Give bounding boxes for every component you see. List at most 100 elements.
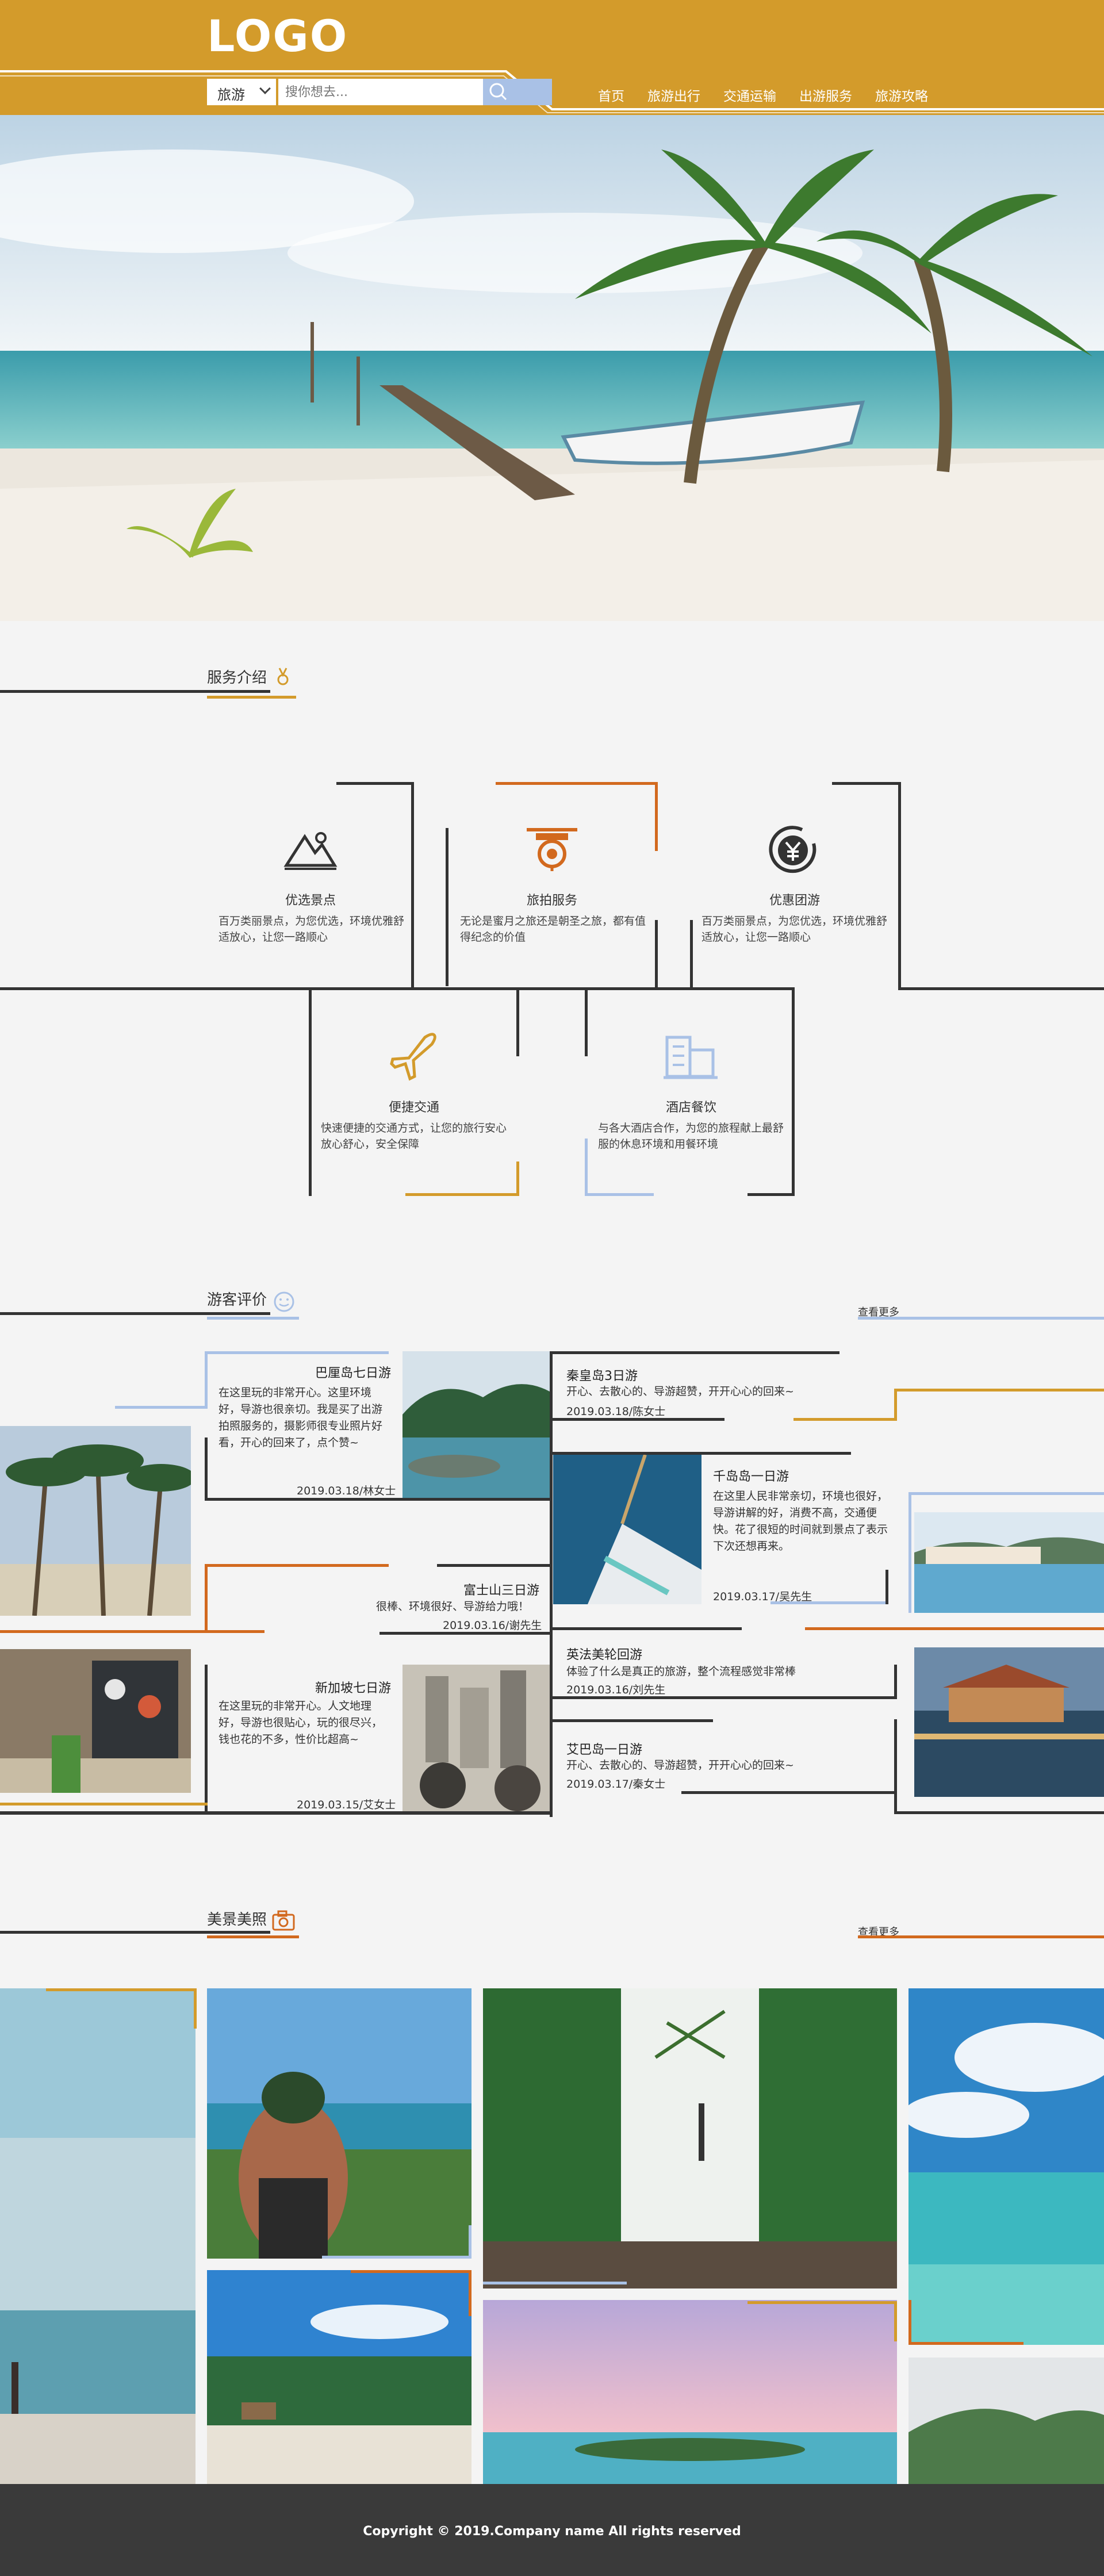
gallery-photo-beach-huts[interactable] (207, 2270, 471, 2484)
main-nav: 首页 旅游出行 交通运输 出游服务 旅游攻略 (598, 85, 951, 105)
review-photo-harbor (914, 1512, 1104, 1613)
divider-line (0, 1931, 270, 1934)
review-photo-street (0, 1649, 191, 1793)
frame-line (552, 1418, 724, 1421)
building-icon (664, 1036, 718, 1079)
frame-line (655, 782, 658, 851)
frame-line (585, 1138, 588, 1196)
frame-line (550, 1351, 553, 1817)
review-text: 体验了什么是真正的旅游，整个流程感觉非常棒 (566, 1665, 796, 1678)
medal-icon (277, 668, 289, 685)
service-title: 优惠团游 (769, 894, 820, 908)
review-text: 在这里人民非常亲切，环境也很好，导游讲解的好，消费不高，交通便快。花了很短的时间… (713, 1490, 888, 1552)
frame-line (552, 1719, 713, 1722)
service-title: 优选景点 (285, 894, 336, 908)
review-photo-bali (402, 1351, 550, 1498)
frame-line (205, 1564, 208, 1633)
frame-line (205, 1498, 550, 1501)
camera-icon (272, 1910, 295, 1931)
frame-line (792, 987, 795, 1196)
frame-line (309, 987, 312, 1196)
review-photo-singapore (402, 1665, 550, 1811)
view-more-link[interactable]: 查看更多 (858, 1926, 899, 1938)
hero-beach-image (0, 115, 1104, 621)
divider-line (0, 690, 270, 693)
logo[interactable]: LOGO (207, 10, 348, 62)
gallery-photo-hills[interactable] (908, 2358, 1104, 2484)
review-title: 巴厘岛七日游 (315, 1366, 392, 1381)
service-desc: 百万类丽景点，为您优选，环境优雅舒适放心，让您一路顺心 (218, 915, 405, 944)
reviews-section-title: 游客评价 (207, 1291, 267, 1309)
frame-line (469, 2225, 471, 2259)
frame-line (793, 1418, 897, 1421)
frame-line (205, 1564, 389, 1567)
service-desc: 快速便捷的交通方式，让您的旅行安心放心舒心，安全保障 (321, 1122, 507, 1151)
frame-line (770, 1601, 885, 1604)
divider-line (0, 1312, 270, 1315)
frame-line (585, 1193, 654, 1196)
review-title: 富士山三日游 (463, 1584, 540, 1598)
nav-item-service[interactable]: 出游服务 (799, 89, 852, 104)
frame-line (437, 1564, 550, 1567)
frame-line (205, 1438, 208, 1501)
frame-line (655, 920, 658, 989)
review-date: 2019.03.16/谢先生 (443, 1619, 542, 1632)
frame-line (0, 1803, 208, 1805)
frame-line (205, 1665, 208, 1814)
search-button[interactable] (483, 79, 552, 105)
frame-line (690, 920, 693, 989)
gallery-photo-railway[interactable] (483, 1988, 897, 2288)
nav-item-transport[interactable]: 交通运输 (723, 89, 776, 104)
review-text: 开心、去散心的、导游超赞，开开心心的回来~ (566, 1759, 794, 1772)
gallery-photo-sea[interactable] (908, 1988, 1104, 2345)
footer: Copyright © 2019.Company name All rights… (0, 2484, 1104, 2576)
search-category-select[interactable]: 旅游 (207, 79, 276, 105)
frame-line (747, 1193, 795, 1196)
service-desc: 与各大酒店合作，为您的旅程献上最舒服的休息环境和用餐环境 (598, 1122, 784, 1151)
review-date: 2019.03.18/陈女士 (566, 1405, 666, 1418)
gallery-section-title: 美景美照 (207, 1911, 267, 1929)
frame-line (681, 1791, 897, 1794)
view-more-link[interactable]: 查看更多 (858, 1306, 899, 1318)
nav-item-home[interactable]: 首页 (598, 89, 624, 104)
nav-item-guide[interactable]: 旅游攻略 (875, 89, 928, 104)
frame-line (747, 2301, 897, 2304)
review-title: 新加坡七日游 (315, 1681, 392, 1696)
frame-line (894, 1665, 897, 1699)
divider-line (207, 1935, 299, 1938)
frame-line (446, 828, 448, 986)
frame-line (205, 1351, 389, 1354)
service-title: 酒店餐饮 (665, 1101, 716, 1115)
frame-line (194, 1988, 197, 2029)
frame-line (908, 1492, 911, 1613)
nav-item-travel[interactable]: 旅游出行 (647, 89, 700, 104)
review-title: 艾巴岛一日游 (566, 1743, 643, 1757)
frame-line (379, 1632, 550, 1635)
divider-line (858, 1935, 1104, 1938)
frame-line (908, 2342, 1023, 2345)
yen-icon (769, 826, 816, 873)
frame-line (585, 987, 588, 1056)
frame-line (0, 987, 795, 990)
frame-line (552, 1452, 851, 1455)
gallery-photo-resort[interactable] (483, 2300, 897, 2484)
review-photo-pavilion (914, 1647, 1104, 1797)
frame-line (469, 2270, 471, 2316)
search-icon (489, 83, 507, 101)
frame-line (351, 2270, 471, 2273)
gallery-photo-shore[interactable] (0, 1988, 195, 2484)
frame-line (322, 2256, 470, 2259)
frame-line (0, 1630, 264, 1633)
frame-line (552, 1351, 839, 1354)
gallery-photo-traveler[interactable] (207, 1988, 471, 2259)
frame-line (405, 1193, 519, 1196)
review-photo-palm (0, 1426, 191, 1616)
frame-line (496, 782, 658, 785)
search-input[interactable] (278, 79, 483, 105)
service-title: 便捷交通 (388, 1101, 439, 1115)
review-title: 千岛岛一日游 (713, 1470, 789, 1484)
review-date: 2019.03.17/秦女士 (566, 1778, 666, 1791)
chevron-down-icon (259, 83, 271, 94)
smile-icon (274, 1291, 294, 1312)
header: LOGO 旅游 首页 旅游出行 交通运输 出游服务 旅游攻略 (0, 0, 1104, 115)
